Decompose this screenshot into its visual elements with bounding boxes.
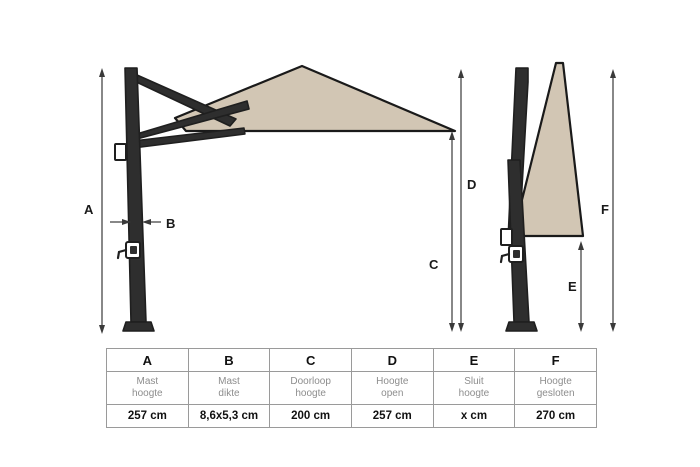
desc-c-line2: hoogte [295,388,326,399]
desc-c-line1: Doorloop [290,375,331,387]
table-cell-desc-a: Mast hoogte [106,371,189,405]
table-cell-value-a: 257 cm [106,404,189,428]
desc-d-line2: open [381,388,404,399]
table-cell-letter-d: D [350,348,434,372]
table-cell-value-c: 200 cm [269,404,352,428]
crank-handle-open [116,248,128,260]
specification-table: A B C D E F Mast hoogte Mast dikte [106,348,597,428]
crank-handle-closed [499,252,511,264]
table-cell-desc-e: Sluit hoogte [432,371,516,405]
table-cell-letter-c: C [269,348,352,372]
canopy-closed-shape [511,61,585,238]
dimension-label-e: E [568,279,577,294]
desc-f-line2: gesloten [536,388,575,399]
table-cell-letter-b: B [187,348,271,372]
table-cell-desc-c: Doorloop hoogte [269,371,352,405]
desc-b-line2: dikte [218,388,240,399]
dimension-line-f [610,69,616,332]
mast-base-open [122,321,155,332]
table-cell-letter-a: A [106,348,189,372]
desc-d-line1: Hoogte [376,375,409,387]
table-cell-value-d: 257 cm [350,404,434,428]
crank-housing-inner-open [130,246,137,254]
table-cell-value-e: x cm [432,404,516,428]
dimension-label-c: C [429,257,439,272]
tilt-bracket-closed [500,228,513,246]
table-cell-value-b: 8,6x5,3 cm [187,404,271,428]
table-row-letters: A B C D E F [106,348,597,372]
canopy-open-shape [173,64,457,133]
table-cell-letter-e: E [432,348,516,372]
dimension-label-d: D [467,177,477,192]
desc-a-line2: hoogte [132,388,163,399]
desc-f-line1: Hoogte [539,375,572,387]
table-cell-letter-f: F [514,348,597,372]
closed-parasol-view [499,61,585,332]
table-cell-desc-b: Mast dikte [187,371,271,405]
tilt-bracket-open [114,143,127,161]
dimension-label-f: F [601,202,610,217]
dimension-line-e [578,241,584,332]
table-cell-value-f: 270 cm [514,404,597,428]
dimension-line-c [449,131,455,332]
dimension-line-b [110,219,161,225]
table-cell-desc-f: Hoogte gesloten [514,371,597,405]
specification-table-wrapper: A B C D E F Mast hoogte Mast dikte [106,348,597,428]
desc-b-line1: Mast [218,375,240,387]
dimension-line-d [458,69,464,332]
dimension-label-b: B [166,216,176,231]
table-row-values: 257 cm 8,6x5,3 cm 200 cm 257 cm x cm 270… [106,404,597,428]
mast-open [124,67,147,323]
desc-e-line2: hoogte [458,388,490,399]
desc-e-line1: Sluit [464,375,484,387]
desc-a-line1: Mast [136,375,159,387]
open-parasol-view [99,64,457,334]
dimension-line-a [99,68,105,334]
table-row-descriptions: Mast hoogte Mast dikte Doorloop hoogte H… [106,371,597,405]
table-cell-desc-d: Hoogte open [350,371,434,405]
parasol-diagram [99,61,616,334]
mast-base-closed [505,321,538,332]
dimension-label-a: A [84,202,94,217]
crank-housing-inner-closed [513,250,520,258]
